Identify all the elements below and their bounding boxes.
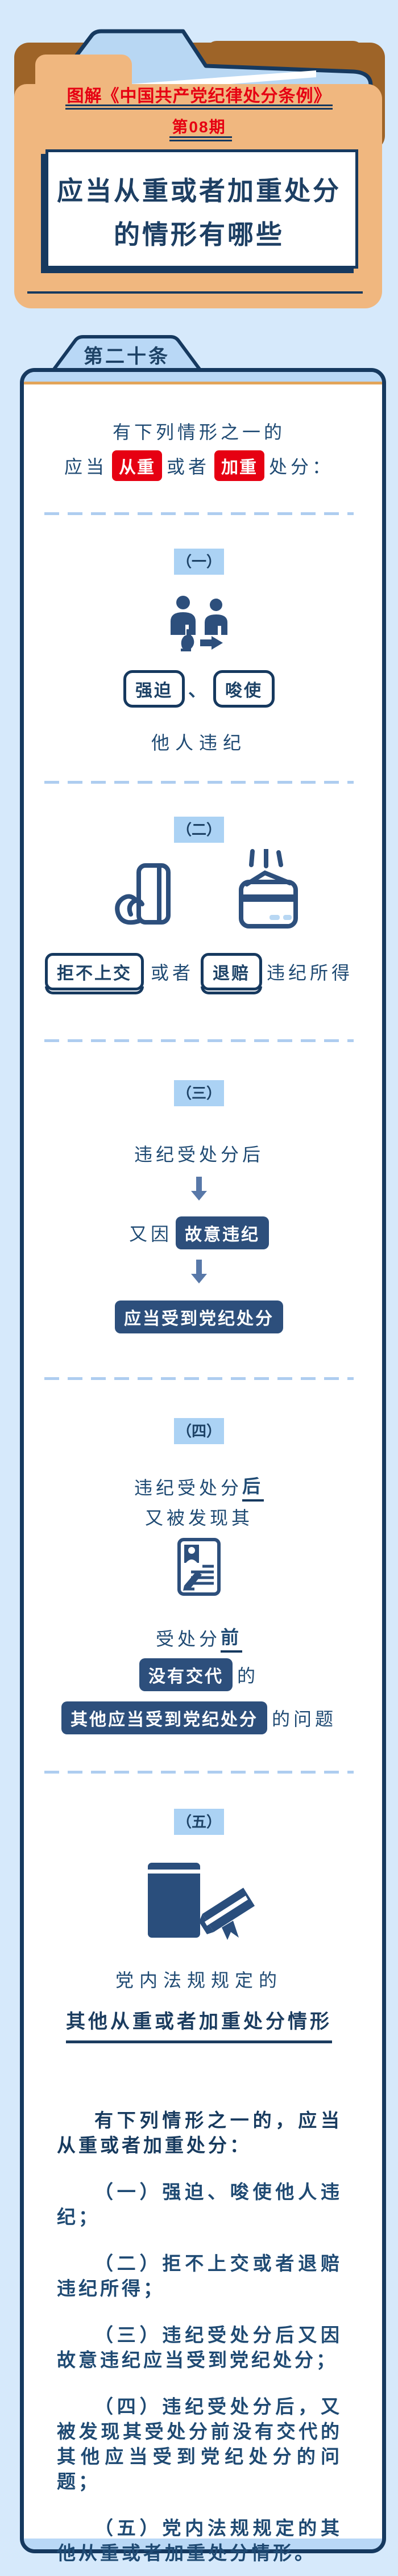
- section2-suffix: 违纪所得: [267, 963, 354, 983]
- section4-line1-prefix: 违纪受处分: [134, 1478, 242, 1498]
- section3-step3: 应当受到党纪处分: [0, 1300, 398, 1333]
- section4-pill2-row: 其他应当受到党纪处分 的问题: [0, 1701, 398, 1734]
- section3-step2: 又因 故意违纪: [0, 1216, 398, 1249]
- issue-underline: [169, 136, 232, 142]
- pill-guyiweiji: 故意违纪: [176, 1216, 269, 1249]
- regulation-item-4: （四）违纪受处分后，又被发现其受处分前没有交代的其他应当受到党纪处分的问题；: [57, 2396, 342, 2492]
- regulation-item-3: （三）违纪受处分后又因故意违纪应当受到党纪处分；: [57, 2324, 342, 2370]
- badge-qiangpo: 强迫: [123, 670, 185, 708]
- section4-line1-emphasis: 后: [242, 1472, 264, 1502]
- main-title-line2: 的情形有哪些: [114, 220, 284, 249]
- section4-number-badge: （四）: [174, 1418, 224, 1444]
- dashed-divider: [44, 1377, 354, 1380]
- pill-qita-dangjichufen: 其他应当受到党纪处分: [61, 1701, 267, 1734]
- dashed-divider: [44, 1771, 354, 1774]
- return-goods-icon: [239, 849, 298, 929]
- section5-line2-wrap: 其他从重或者加重处分情形: [0, 2006, 398, 2043]
- section1-text: 他人违纪: [151, 733, 247, 753]
- dashed-divider: [44, 512, 354, 515]
- regulation-intro: 有下列情形之一的，应当从重或者加重处分：: [57, 2110, 342, 2156]
- section4-pill1-suffix: 的: [237, 1666, 259, 1686]
- card-header-orange-line: [24, 382, 382, 384]
- down-arrow-icon: [191, 1177, 207, 1201]
- section1-number-badge: （一）: [174, 549, 224, 575]
- section4-line3: 受处分 前: [0, 1623, 398, 1653]
- section3-step1: 违纪受处分后: [134, 1144, 264, 1165]
- section3-step2-prefix: 又因: [128, 1224, 172, 1244]
- issue-number: 第08期: [172, 118, 226, 136]
- dashed-divider: [44, 1039, 354, 1042]
- box-tuipei: 退赔: [201, 953, 262, 994]
- box-jubushangjiao: 拒不上交: [44, 953, 144, 994]
- section5-line1: 党内法规规定的: [115, 1970, 283, 1990]
- intro-line2: 应当 从重 或者 加重 处分：: [0, 450, 398, 481]
- series-title: 图解《中国共产党纪律处分条例》: [67, 87, 331, 106]
- card-footer-strip: [24, 2539, 382, 2549]
- intro-suffix: 处分：: [269, 457, 334, 477]
- highlight-congzhong: 从重: [111, 450, 162, 481]
- title-underline: [65, 104, 333, 110]
- section4-pill1-row: 没有交代 的: [0, 1658, 398, 1691]
- pill-dangjichufen: 应当受到党纪处分: [115, 1300, 283, 1333]
- section2-number-badge: （二）: [174, 817, 224, 843]
- section4-line2: 又被发现其: [144, 1508, 253, 1528]
- main-title-line1: 应当从重或者加重处分: [57, 176, 341, 206]
- section2-mid: 或者: [150, 963, 194, 983]
- regulation-item-1: （一）强迫、唆使他人违纪；: [57, 2181, 342, 2227]
- document-record-icon: [177, 1538, 221, 1596]
- content-card: [20, 368, 386, 2553]
- title-card: [45, 149, 358, 269]
- section3-number-badge: （三）: [174, 1080, 224, 1106]
- section4-line3-prefix: 受处分: [155, 1629, 221, 1649]
- intro-line1: 有下列情形之一的: [112, 422, 285, 442]
- regulation-item-5: （五）党内法规规定的其他从重或者加重处分情形。: [57, 2518, 342, 2564]
- section4-line3-emphasis: 前: [221, 1623, 243, 1653]
- section5-line2: 其他从重或者加重处分情形: [66, 2006, 332, 2043]
- person-coerce-icon: [171, 596, 227, 651]
- dashed-divider: [44, 781, 354, 784]
- section1-badges: 强迫 、 唆使: [0, 670, 398, 708]
- intro-mid: 或者: [166, 457, 210, 477]
- card-header-strip: [24, 372, 382, 382]
- hand-card-icon: [115, 863, 171, 925]
- section5-number-badge: （五）: [174, 1809, 224, 1835]
- section2-text-row: 拒不上交 或者 退赔 违纪所得: [0, 953, 398, 994]
- article-tab-shape: [51, 335, 203, 371]
- pill-meiyoujiaodai: 没有交代: [139, 1658, 233, 1691]
- article-number-label: 第二十条: [84, 346, 170, 367]
- highlight-jiazhong: 加重: [214, 450, 264, 481]
- badge-separator: 、: [188, 680, 210, 700]
- section4-pill2-suffix: 的问题: [271, 1709, 337, 1729]
- intro-prefix: 应当: [64, 457, 107, 477]
- badge-suoshi: 唆使: [213, 670, 275, 708]
- down-arrow-icon: [191, 1260, 207, 1283]
- regulation-item-2: （二）拒不上交或者退赔违纪所得；: [57, 2253, 342, 2299]
- folder-decor-line: [27, 291, 363, 294]
- regulation-text-block: 有下列情形之一的，应当从重或者加重处分： （一）强迫、唆使他人违纪； （二）拒不…: [57, 2108, 342, 2576]
- books-icon: [148, 1863, 255, 1940]
- section4-line1: 违纪受处分 后: [0, 1472, 398, 1502]
